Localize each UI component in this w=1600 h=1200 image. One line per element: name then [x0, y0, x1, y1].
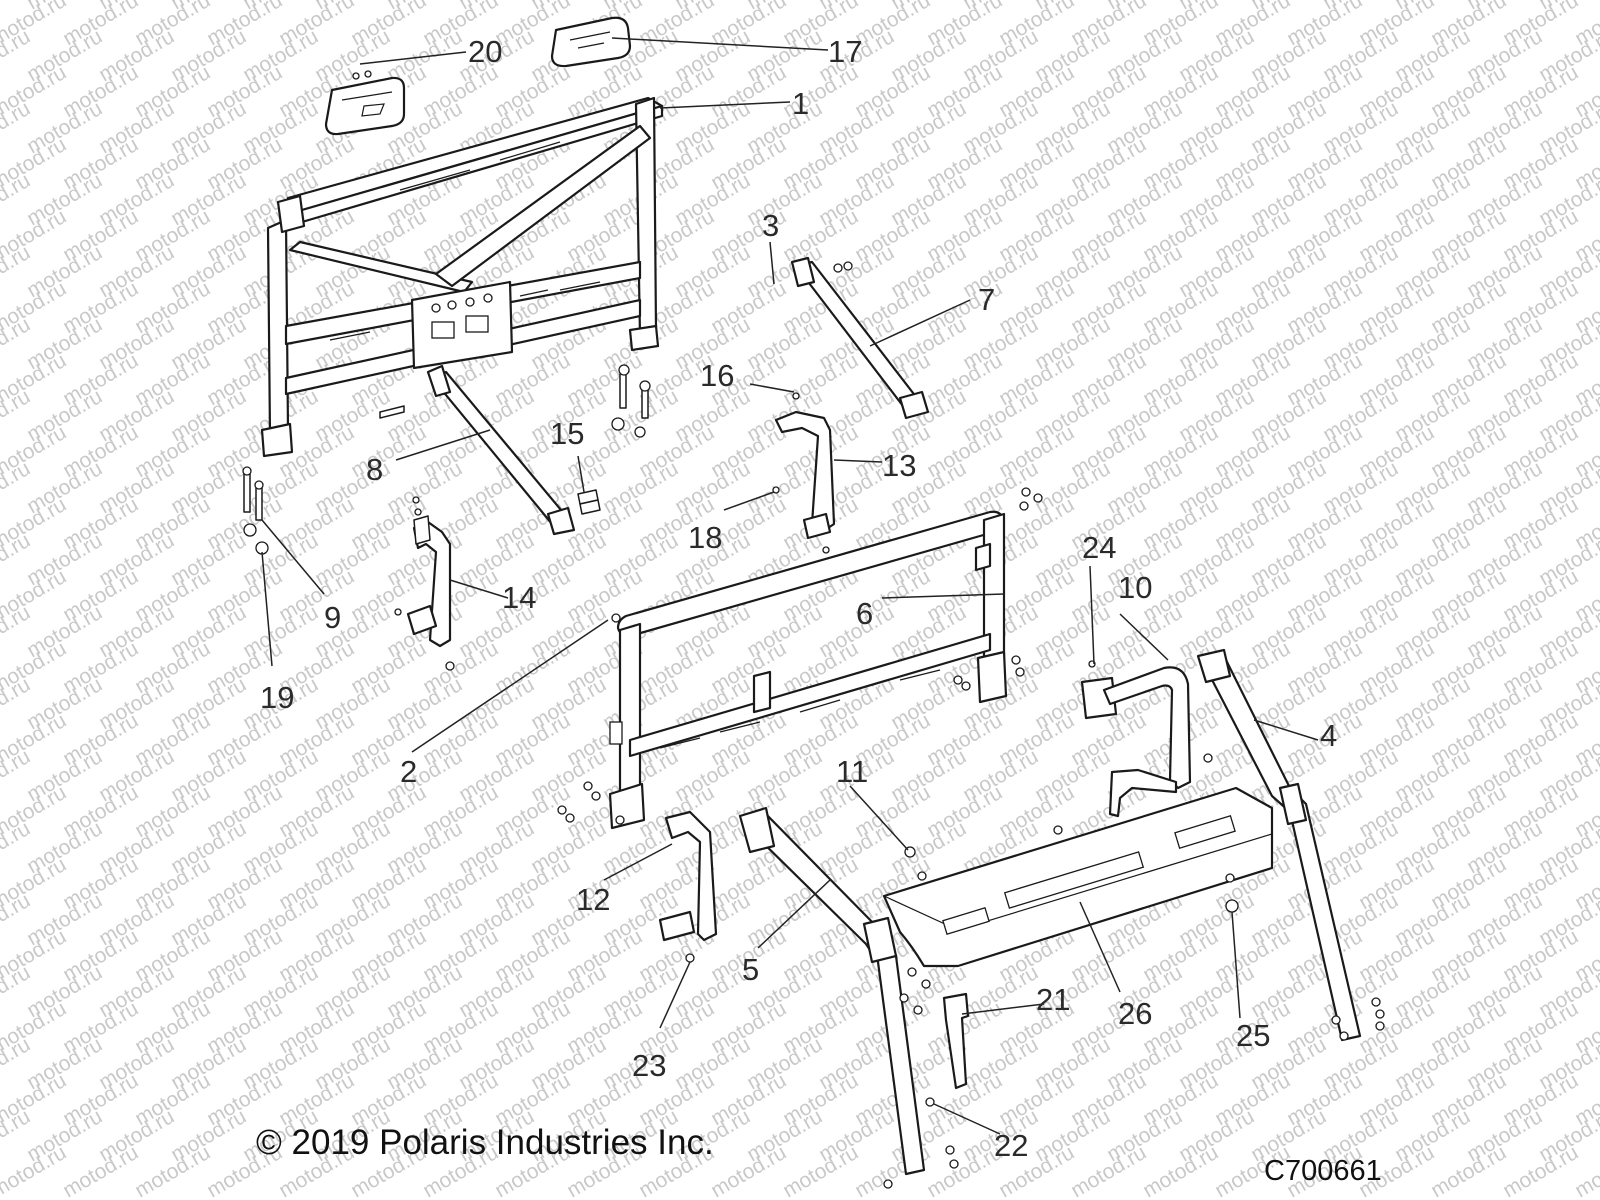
callout-8: 8 [366, 452, 383, 487]
callout-17: 17 [828, 34, 862, 69]
callout-13: 13 [882, 448, 916, 483]
callout-10: 10 [1118, 570, 1152, 605]
copyright-text: © 2019 Polaris Industries Inc. [256, 1123, 714, 1162]
callout-15: 15 [550, 416, 584, 451]
callout-5: 5 [742, 952, 759, 987]
callout-25: 25 [1236, 1018, 1270, 1053]
nut-23 [685, 953, 695, 963]
top-cover-17 [550, 16, 632, 68]
callout-14: 14 [502, 580, 536, 615]
callout-19: 19 [260, 680, 294, 715]
callout-12: 12 [576, 882, 610, 917]
callout-24: 24 [1082, 530, 1116, 565]
clip-15 [577, 489, 601, 515]
callout-7: 7 [978, 282, 995, 317]
callout-26: 26 [1118, 996, 1152, 1031]
callout-6: 6 [856, 596, 873, 631]
callout-16: 16 [700, 358, 734, 393]
callout-11: 11 [836, 754, 868, 789]
nut-22 [925, 1097, 935, 1107]
nut-25 [1225, 899, 1239, 913]
callout-2: 2 [400, 754, 417, 789]
callout-22: 22 [994, 1128, 1028, 1163]
callout-4: 4 [1320, 718, 1337, 753]
drawing-number: C700661 [1264, 1155, 1382, 1187]
callout-23: 23 [632, 1048, 666, 1083]
callout-3: 3 [762, 208, 779, 243]
nut-16 [792, 392, 800, 400]
callout-21: 21 [1036, 982, 1070, 1017]
callout-1: 1 [792, 86, 809, 121]
callout-20: 20 [468, 34, 502, 69]
callout-18: 18 [688, 520, 722, 555]
callout-9: 9 [324, 600, 341, 635]
